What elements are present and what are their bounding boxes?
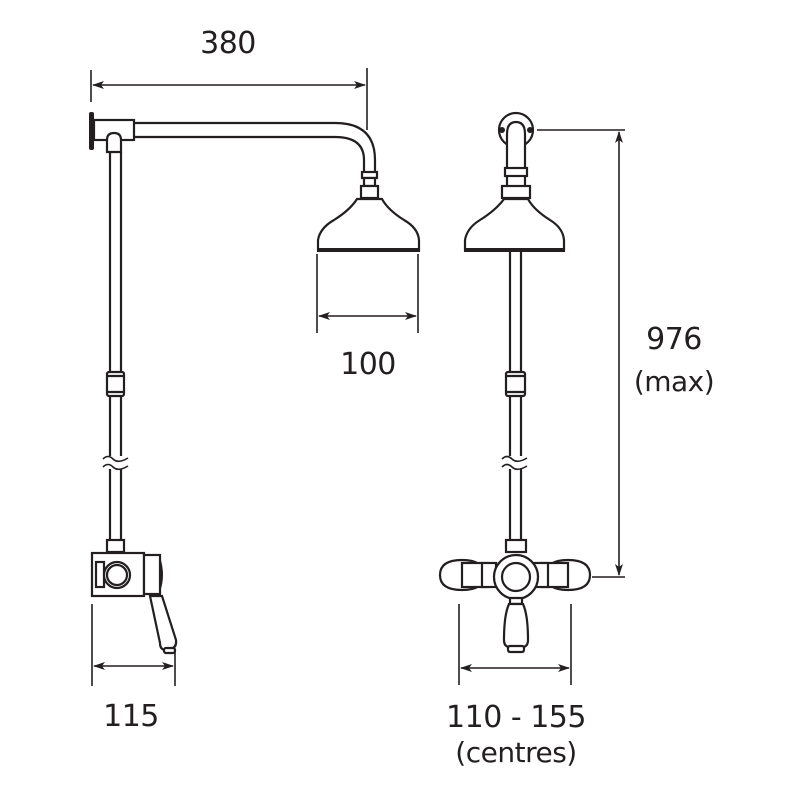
valve-body-side: [90, 538, 178, 655]
shower-head: [463, 197, 566, 252]
dimension-valve-centres: [458, 604, 572, 685]
valve-centres-note: (centres): [455, 736, 577, 769]
front-view: [438, 111, 625, 685]
lever-handle: [148, 594, 178, 652]
wall-bracket-icon: [89, 112, 94, 150]
riser-rail: [102, 152, 129, 540]
overall-height-note: (max): [633, 365, 715, 398]
dimension-arm-projection: [90, 68, 368, 130]
valve-projection-label: 115: [103, 699, 159, 734]
lever-handle: [502, 602, 530, 649]
overall-height-label: 976: [646, 322, 702, 357]
riser-rail: [501, 252, 528, 540]
arm-projection-label: 380: [200, 26, 256, 61]
valve-body-front: [438, 538, 625, 654]
valve-centres-label: 110 - 155: [446, 700, 586, 735]
head-diameter-label: 100: [340, 347, 396, 382]
break-mark-icon: [102, 455, 129, 463]
dimension-head-diameter: [316, 254, 419, 333]
shower-arm: [134, 121, 377, 172]
break-mark-icon: [501, 455, 528, 463]
dimension-valve-projection: [91, 604, 176, 686]
shower-head: [316, 197, 421, 252]
side-view: [89, 68, 421, 686]
